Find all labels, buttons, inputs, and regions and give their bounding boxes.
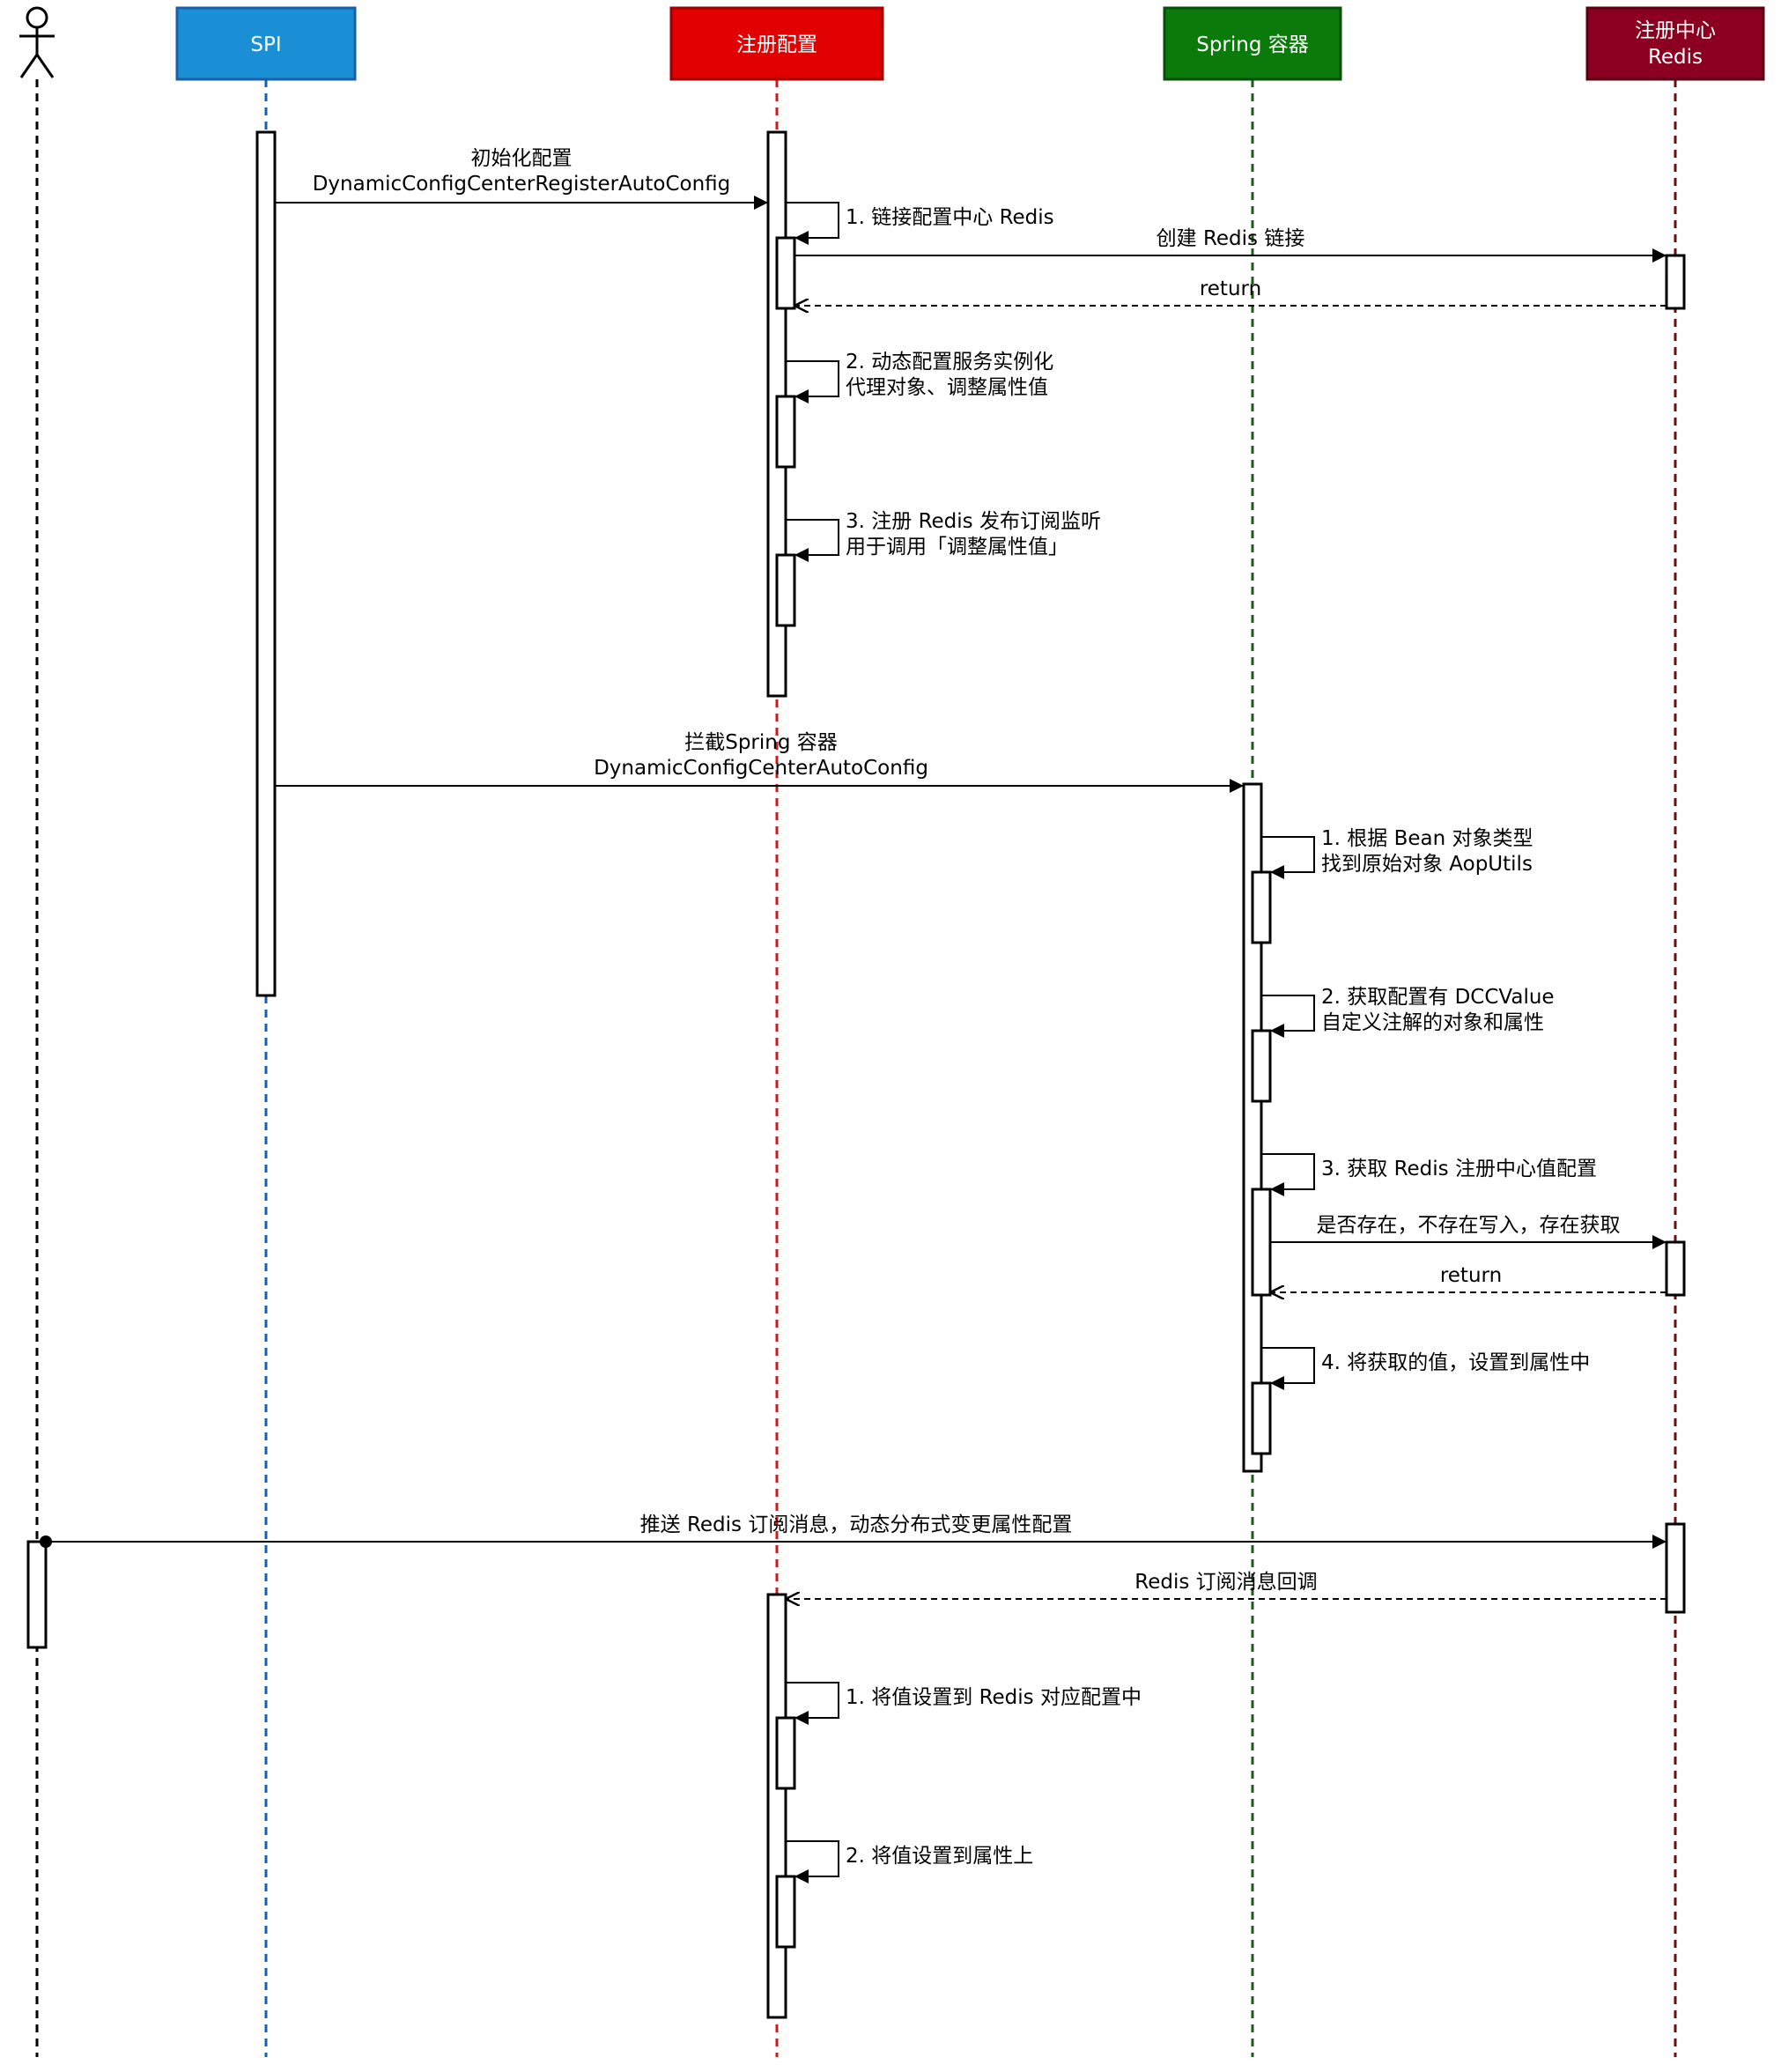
msg-reg-step1-arrow <box>786 202 839 245</box>
activation-spring-step2 <box>1251 1029 1272 1103</box>
msg-return1-label: return <box>1200 278 1261 300</box>
participant-redis-label-1: 注册中心 <box>1635 19 1716 42</box>
msg-intercept-label-2: DynamicConfigCenterAutoConfig <box>594 757 928 780</box>
activation-spring-main <box>1242 782 1263 1473</box>
msg-reg-step3-label-1: 3. 注册 Redis 发布订阅监听 <box>846 510 1101 533</box>
actor-icon <box>19 6 55 78</box>
msg-spring-step1-label-1: 1. 根据 Bean 对象类型 <box>1321 827 1533 850</box>
msg-init-label-1: 初始化配置 <box>471 147 573 170</box>
msg-reg-step2-label-2: 代理对象、调整属性值 <box>846 376 1048 399</box>
msg-exists-label: 是否存在，不存在写入，存在获取 <box>1317 1214 1621 1237</box>
msg-reg-step2-label-1: 2. 动态配置服务实例化 <box>846 351 1053 374</box>
msg-spring-step1-arrow <box>1261 836 1315 879</box>
participant-register-label: 注册配置 <box>736 33 817 56</box>
activation-register-step1 <box>775 236 796 310</box>
participant-spring: Spring 容器 <box>1163 6 1342 81</box>
participant-spi-label: SPI <box>250 33 281 56</box>
msg-cb-step2-label: 2. 将值设置到属性上 <box>846 1845 1033 1868</box>
activation-redis-check <box>1665 1240 1686 1297</box>
msg-spring-step3-arrow <box>1261 1153 1315 1196</box>
msg-spring-step4-arrow <box>1261 1347 1315 1390</box>
msg-reg-step2-arrow <box>786 360 839 403</box>
msg-init-label-2: DynamicConfigCenterRegisterAutoConfig <box>313 173 731 196</box>
msg-create-conn-label: 创建 Redis 链接 <box>1157 227 1305 250</box>
msg-cb-step1-label: 1. 将值设置到 Redis 对应配置中 <box>846 1686 1142 1709</box>
participant-register: 注册配置 <box>669 6 884 81</box>
msg-return2-label: return <box>1440 1264 1502 1287</box>
msg-cb-step1-arrow <box>786 1682 839 1725</box>
msg-callback-label: Redis 订阅消息回调 <box>1134 1571 1317 1594</box>
participant-redis-label-2: Redis <box>1648 46 1703 69</box>
activation-spi <box>255 130 277 997</box>
msg-push-label: 推送 Redis 订阅消息，动态分布式变更属性配置 <box>640 1513 1073 1536</box>
participant-redis: 注册中心 Redis <box>1585 6 1765 81</box>
activation-redis-push <box>1665 1522 1686 1614</box>
activation-register-step3 <box>775 553 796 627</box>
activation-actor <box>26 1540 48 1649</box>
msg-spring-step2-label-1: 2. 获取配置有 DCCValue <box>1321 986 1555 1009</box>
msg-intercept-label-1: 拦截Spring 容器 <box>684 731 838 754</box>
msg-spring-step3-label: 3. 获取 Redis 注册中心值配置 <box>1321 1158 1597 1180</box>
msg-spring-step2-arrow <box>1261 995 1315 1038</box>
activation-spring-step1 <box>1251 870 1272 944</box>
activation-spring-step3 <box>1251 1188 1272 1297</box>
msg-reg-step3-label-2: 用于调用「调整属性值」 <box>846 536 1068 559</box>
msg-reg-step3-arrow <box>786 519 839 562</box>
activation-register-callback <box>766 1593 787 2019</box>
activation-register-cb2 <box>775 1875 796 1949</box>
msg-spring-step2-label-2: 自定义注解的对象和属性 <box>1321 1011 1544 1034</box>
activation-redis-conn <box>1665 254 1686 310</box>
activation-spring-step4 <box>1251 1381 1272 1455</box>
msg-reg-step1-label: 1. 链接配置中心 Redis <box>846 206 1054 229</box>
msg-cb-step2-arrow <box>786 1840 839 1883</box>
msg-spring-step4-label: 4. 将获取的值，设置到属性中 <box>1321 1351 1590 1374</box>
participant-spring-label: Spring 容器 <box>1196 33 1309 56</box>
activation-register-cb1 <box>775 1716 796 1790</box>
activation-register-step2 <box>775 395 796 469</box>
msg-spring-step1-label-2: 找到原始对象 AopUtils <box>1321 853 1533 876</box>
participant-spi: SPI <box>175 6 357 81</box>
